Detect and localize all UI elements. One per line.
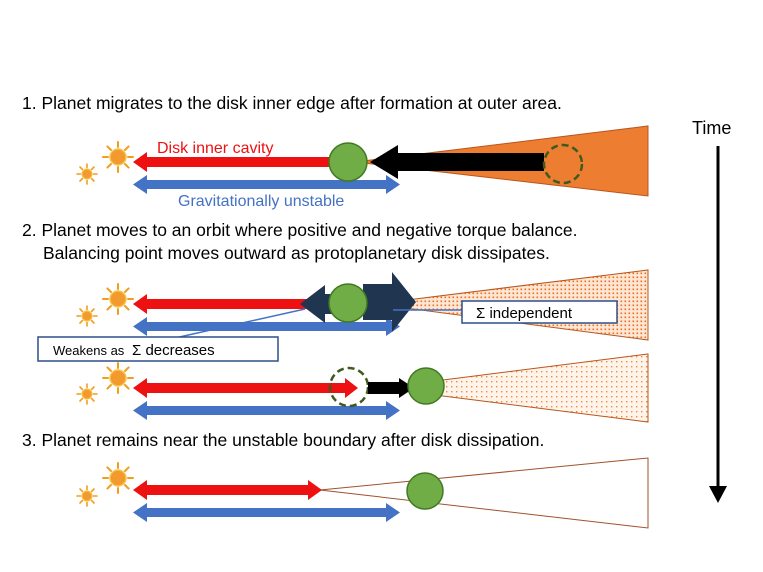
inner-cavity-arrow bbox=[133, 294, 336, 314]
weakens-suffix: Σ decreases bbox=[132, 342, 215, 359]
weakens-prefix: Weakens as bbox=[53, 343, 125, 358]
disk-sparse bbox=[379, 353, 649, 423]
inner-cavity-arrow bbox=[133, 480, 322, 500]
sun-icon-small bbox=[76, 305, 98, 327]
planet-icon bbox=[328, 142, 368, 182]
inner-cavity-arrow bbox=[133, 378, 358, 398]
unstable-arrow bbox=[133, 175, 400, 194]
sun-icon bbox=[102, 141, 134, 173]
time-arrow-icon bbox=[709, 146, 727, 503]
time-label: Time bbox=[692, 118, 731, 138]
planet-icon bbox=[406, 472, 444, 510]
planet-origin-icon bbox=[542, 143, 584, 185]
outward-arrow bbox=[368, 378, 414, 398]
grav-unstable-label: Gravitationally unstable bbox=[178, 193, 344, 210]
step1-heading: 1. Planet migrates to the disk inner edg… bbox=[22, 93, 562, 113]
sun-icon bbox=[102, 362, 134, 394]
planet-icon bbox=[328, 283, 368, 323]
row1: Disk inner cavity Gravitationally unstab… bbox=[76, 125, 649, 210]
row4 bbox=[76, 457, 649, 529]
unstable-arrow bbox=[133, 317, 400, 336]
weakens-box bbox=[37, 336, 279, 362]
unstable-arrow bbox=[133, 401, 400, 420]
planet-icon bbox=[407, 367, 445, 405]
sun-icon-small bbox=[76, 163, 98, 185]
step2-heading-line2: Balancing point moves outward as protopl… bbox=[43, 243, 550, 263]
sun-icon-small bbox=[76, 383, 98, 405]
inner-cavity-label: Disk inner cavity bbox=[157, 140, 273, 157]
unstable-arrow bbox=[133, 503, 400, 522]
sigma-independent-label: Σ independent bbox=[476, 305, 573, 322]
sun-icon bbox=[102, 283, 134, 315]
step2-heading-line1: 2. Planet moves to an orbit where positi… bbox=[22, 220, 578, 240]
step3-heading: 3. Planet remains near the unstable boun… bbox=[22, 430, 544, 450]
row3 bbox=[76, 353, 649, 423]
torque-arrow-outward bbox=[363, 272, 416, 332]
migration-arrow bbox=[370, 145, 544, 179]
row2: Σ independent Weakens as Σ decreases bbox=[37, 269, 649, 362]
sun-icon-small bbox=[76, 485, 98, 507]
disk-dissipated bbox=[319, 457, 649, 529]
callout-line bbox=[174, 308, 306, 339]
sun-icon bbox=[102, 462, 134, 494]
sigma-independent-box bbox=[461, 300, 618, 324]
